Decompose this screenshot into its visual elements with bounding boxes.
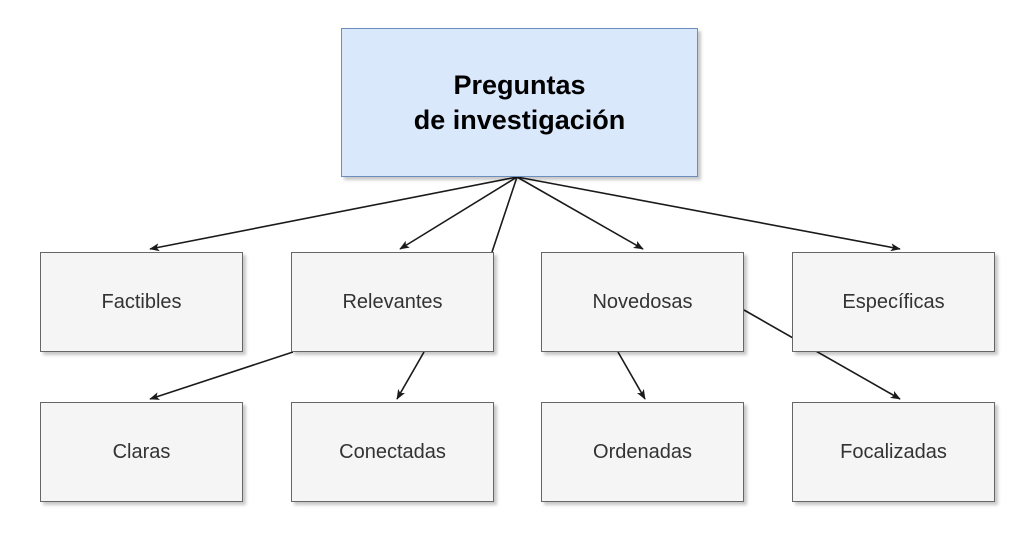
- edge-root-to-novedosas: [516, 176, 644, 250]
- node-factibles[interactable]: Factibles: [40, 252, 243, 352]
- node-label: Novedosas: [592, 291, 693, 313]
- edge-root-to-factibles: [149, 176, 518, 252]
- node-relevantes[interactable]: Relevantes: [291, 252, 494, 352]
- node-novedosas[interactable]: Novedosas: [541, 252, 744, 352]
- edge-root-to-relevantes: [399, 176, 518, 250]
- node-label: Claras: [112, 441, 171, 463]
- node-preguntas-de-investigacion[interactable]: Preguntas de investigación: [341, 28, 698, 177]
- edge-root-to-especificas: [516, 176, 901, 252]
- node-label: Ordenadas: [593, 441, 692, 463]
- node-label: Conectadas: [339, 441, 446, 463]
- node-especificas[interactable]: Específicas: [792, 252, 995, 352]
- edge-relevantes-to-conectadas: [396, 351, 425, 400]
- edges-group: [149, 176, 901, 400]
- edge-relevantes-to-claras: [149, 351, 294, 400]
- edge-root-to-relevantes: [491, 176, 518, 253]
- node-focalizadas[interactable]: Focalizadas: [792, 402, 995, 502]
- node-label: Factibles: [101, 291, 182, 313]
- node-label: Focalizadas: [840, 441, 947, 463]
- edge-novedosas-to-ordenadas: [617, 351, 646, 400]
- node-label: Relevantes: [342, 291, 443, 313]
- node-ordenadas[interactable]: Ordenadas: [541, 402, 744, 502]
- node-conectadas[interactable]: Conectadas: [291, 402, 494, 502]
- node-label: Específicas: [842, 291, 945, 313]
- node-label: Preguntas de investigación: [413, 69, 626, 135]
- node-claras[interactable]: Claras: [40, 402, 243, 502]
